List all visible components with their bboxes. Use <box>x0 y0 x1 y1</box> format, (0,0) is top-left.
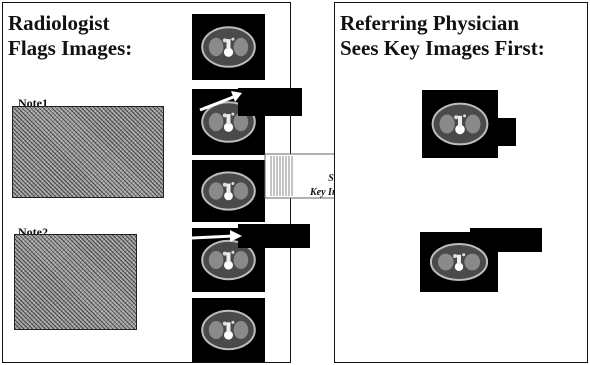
ct-slice-icon <box>201 239 256 281</box>
key-image-2[interactable] <box>420 232 498 292</box>
ct-image-5[interactable] <box>192 298 265 362</box>
radiologist-heading: Radiologist Flags Images: <box>8 11 132 61</box>
ct-slice-icon <box>431 102 489 146</box>
image-divider <box>190 156 290 159</box>
radiologist-heading-line2: Flags Images: <box>8 36 133 60</box>
flag-marker-1 <box>238 88 302 116</box>
flag-marker-2 <box>238 224 310 248</box>
note2-box[interactable] <box>14 234 137 330</box>
ct-slice-icon <box>429 243 489 281</box>
ct-image-4-flagged[interactable] <box>192 228 265 292</box>
ct-slice-icon <box>201 26 256 68</box>
physician-heading: Referring Physician Sees Key Images Firs… <box>340 11 545 61</box>
key-image-1[interactable] <box>422 90 498 158</box>
physician-heading-line1: Referring Physician <box>340 11 520 35</box>
note1-box[interactable] <box>12 106 164 198</box>
ct-slice-icon <box>201 171 256 211</box>
ct-image-3[interactable] <box>192 160 265 222</box>
ct-slice-icon <box>201 309 256 351</box>
physician-panel <box>334 2 588 363</box>
radiologist-heading-line1: Radiologist <box>8 11 110 35</box>
image-divider <box>190 84 290 87</box>
ct-image-1[interactable] <box>192 14 265 80</box>
flag-arrow-2 <box>191 230 242 242</box>
physician-heading-line2: Sees Key Images First: <box>340 36 545 60</box>
image-divider <box>190 294 290 297</box>
flag-arrow-1 <box>199 91 242 112</box>
